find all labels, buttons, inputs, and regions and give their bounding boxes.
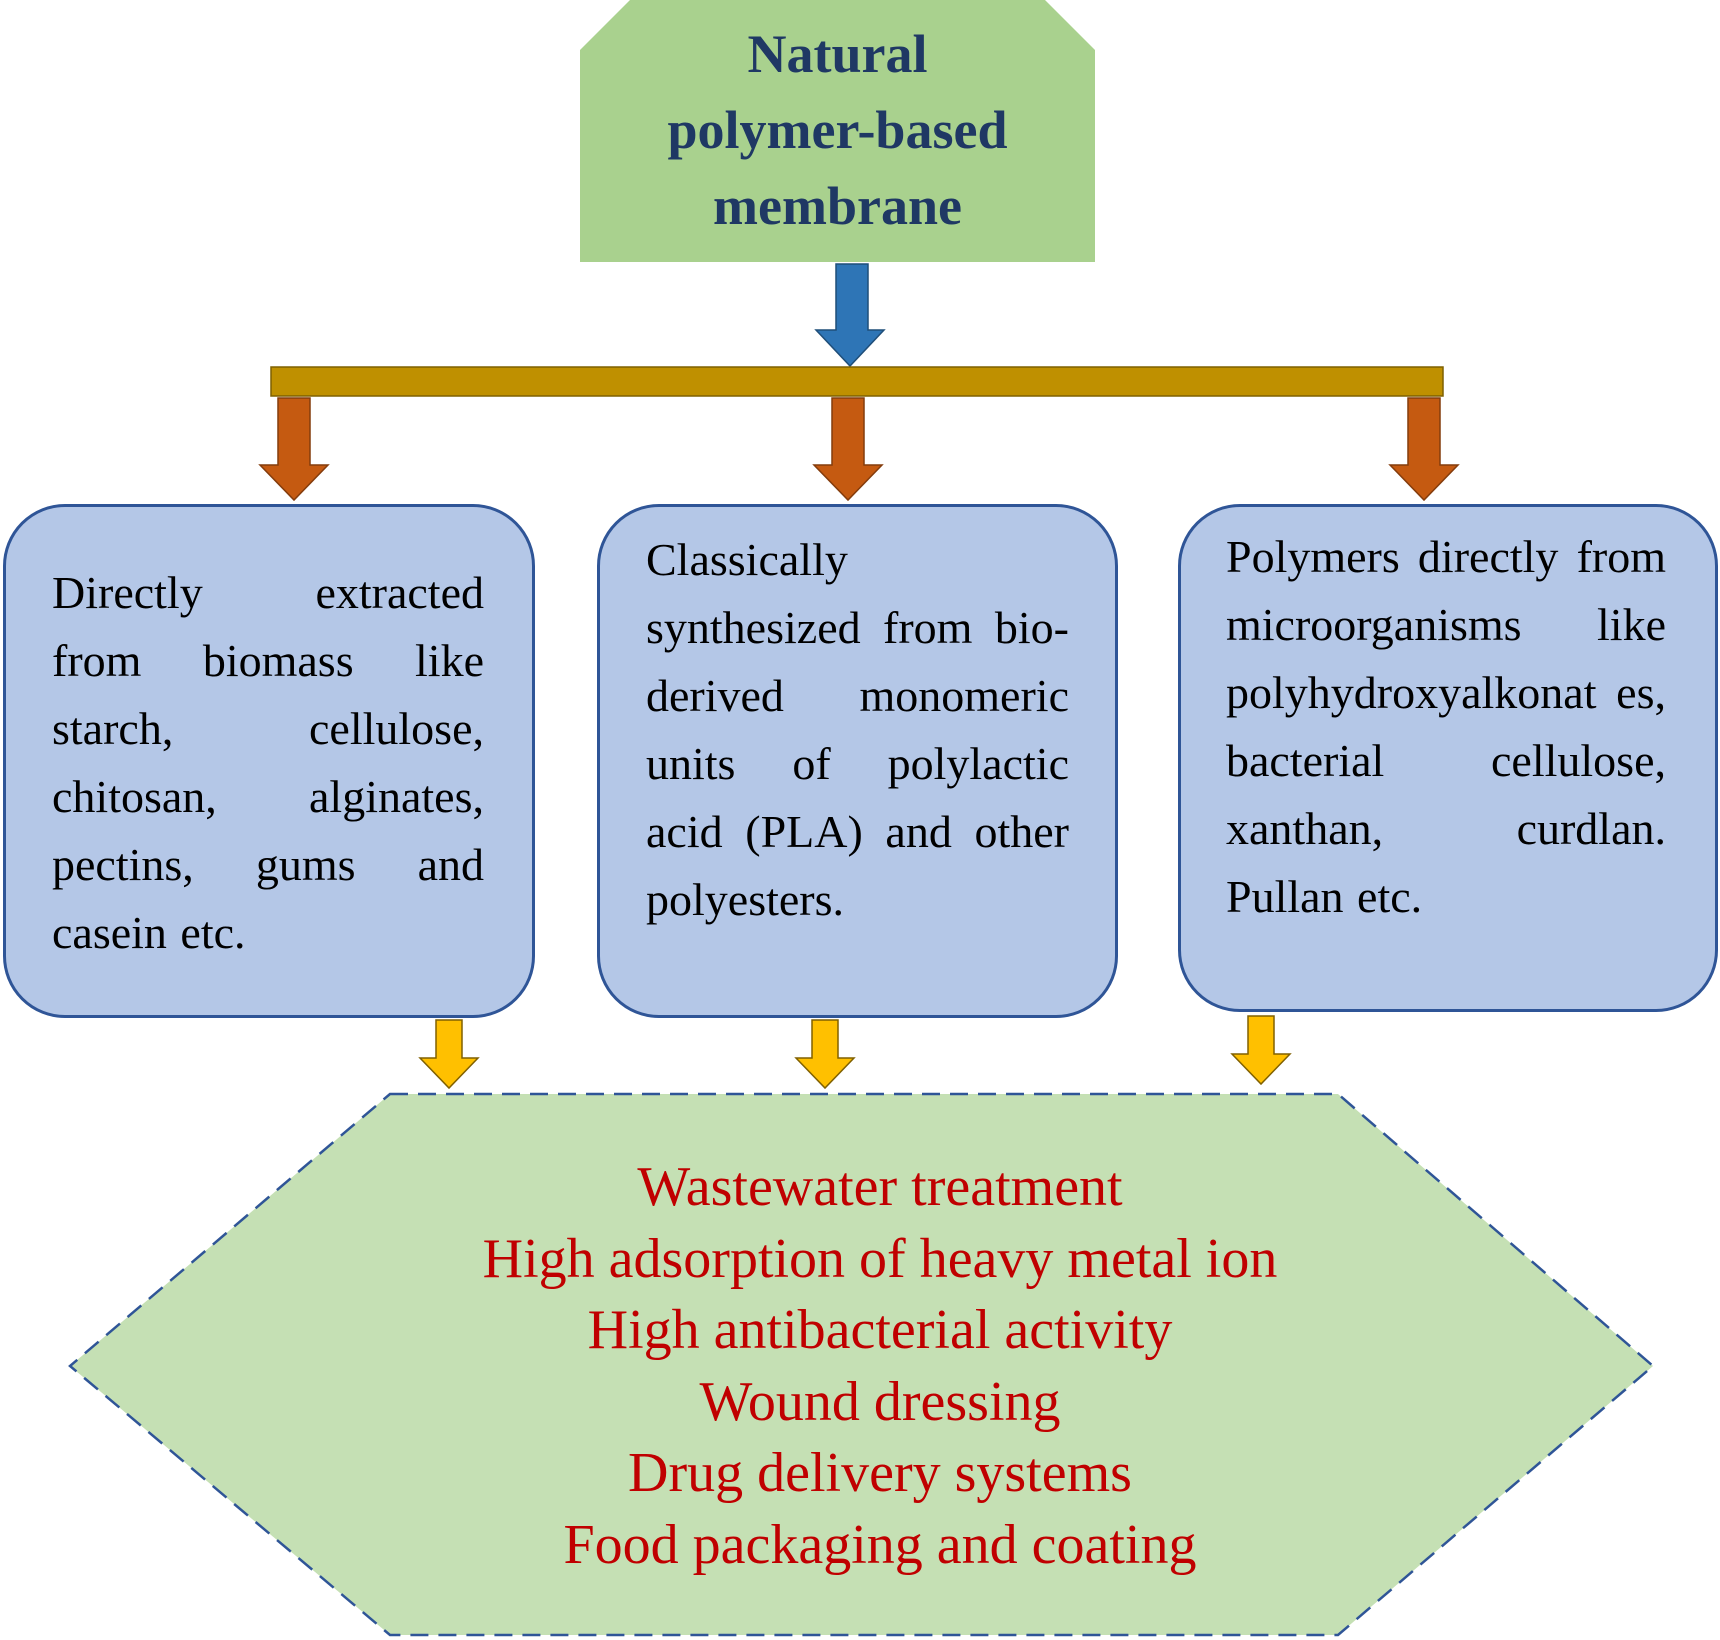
branch-arrow-left xyxy=(258,397,330,502)
title-box: Natural polymer-based membrane xyxy=(580,0,1095,262)
main-down-arrow xyxy=(814,263,886,368)
application-item: Wastewater treatment xyxy=(637,1156,1123,1218)
application-item: Food packaging and coating xyxy=(563,1513,1197,1576)
category-text-microorganisms: Polymers directly from microorganisms li… xyxy=(1226,531,1666,922)
title-line: Natural xyxy=(747,24,928,84)
branch-arrow-middle xyxy=(812,397,884,502)
down-arrow-right xyxy=(1230,1015,1292,1086)
down-arrow-left xyxy=(418,1019,480,1090)
category-text-synthesized: Classically synthesized from bio-derived… xyxy=(646,534,1069,925)
applications-hexagon xyxy=(68,1092,1655,1637)
application-item: Wound dressing xyxy=(699,1370,1061,1433)
application-item: Drug delivery systems xyxy=(628,1442,1132,1504)
applications-list: Wastewater treatment High adsorption of … xyxy=(300,1152,1460,1581)
branch-bar xyxy=(270,366,1444,397)
title-text: Natural polymer-based membrane xyxy=(618,16,1058,244)
category-box-synthesized xyxy=(597,504,1118,1018)
category-text-biomass: Directly extracted from biomass like sta… xyxy=(52,567,484,958)
category-box-microorganisms xyxy=(1178,504,1718,1012)
application-item: High antibacterial activity xyxy=(587,1299,1173,1361)
application-item: High adsorption of heavy metal ion xyxy=(482,1227,1278,1290)
title-line: membrane xyxy=(713,176,962,236)
down-arrow-middle xyxy=(794,1019,856,1090)
category-box-biomass xyxy=(3,504,535,1018)
title-line: polymer-based xyxy=(667,100,1008,160)
branch-arrow-right xyxy=(1388,397,1460,502)
